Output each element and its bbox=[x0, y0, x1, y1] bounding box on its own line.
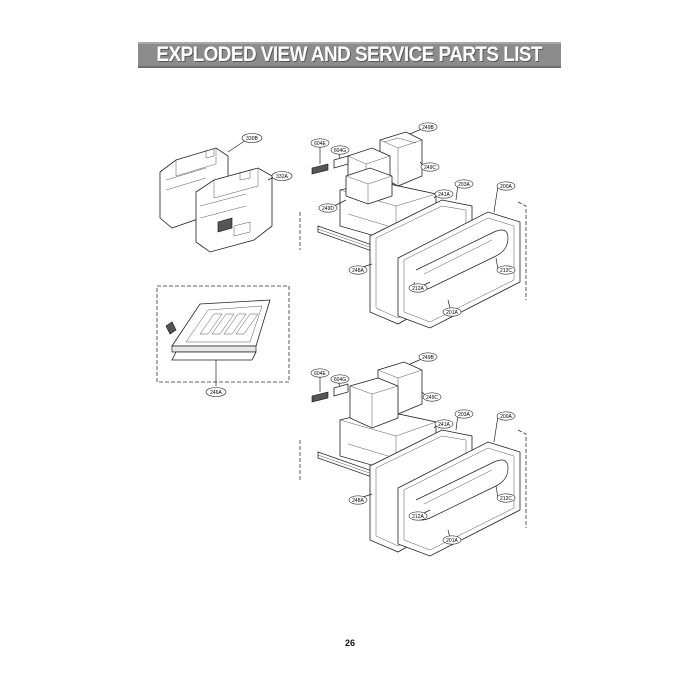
callout-604e-bottom: 604E bbox=[314, 371, 326, 377]
callout-330b: 330B bbox=[246, 136, 258, 142]
drawer-assembly-bottom: 604E 604G 249B 249C 241A 203A 200A 248A … bbox=[299, 352, 527, 557]
callout-212a-bottom: 212A bbox=[412, 514, 424, 520]
callout-200a-top: 200A bbox=[500, 184, 512, 190]
callout-203a-bottom: 203A bbox=[458, 412, 470, 418]
callout-604e-top: 604E bbox=[314, 141, 326, 147]
callout-201a-top: 201A bbox=[446, 310, 458, 316]
callout-241a-top: 241A bbox=[438, 192, 450, 198]
callout-249c-bottom: 249C bbox=[426, 395, 438, 401]
callout-212c-bottom: 212C bbox=[500, 496, 512, 502]
callout-200a-bottom: 200A bbox=[500, 414, 512, 420]
section-title-banner: EXPLODED VIEW AND SERVICE PARTS LIST bbox=[138, 42, 561, 68]
section-title: EXPLODED VIEW AND SERVICE PARTS LIST bbox=[156, 43, 543, 66]
callout-249d-top: 249D bbox=[322, 206, 334, 212]
callout-201a-bottom: 201A bbox=[446, 538, 458, 544]
callout-604g-top: 604G bbox=[334, 148, 346, 154]
callout-212c-top: 212C bbox=[500, 268, 512, 274]
callout-203a-top: 203A bbox=[458, 182, 470, 188]
evaporator-cover-246a: 246A bbox=[156, 285, 290, 397]
page-number: 26 bbox=[344, 638, 355, 648]
callout-248a-top: 248A bbox=[352, 268, 364, 274]
callout-249b-bottom: 249B bbox=[422, 355, 434, 361]
callout-332a: 332A bbox=[276, 174, 288, 180]
callout-248a-bottom: 248A bbox=[352, 498, 364, 504]
callout-246a: 246A bbox=[210, 390, 222, 396]
drawer-assembly-top: 604E 604G 249B 249C 249D 241A 203A 200A … bbox=[299, 122, 527, 329]
callout-241a-bottom: 241A bbox=[438, 422, 450, 428]
callout-604g-bottom: 604G bbox=[334, 377, 346, 383]
cover-assembly-330b-332a: 330B 332A bbox=[159, 133, 293, 253]
callout-249b-top: 249B bbox=[422, 125, 434, 131]
callout-212a-top: 212A bbox=[412, 286, 424, 292]
callout-249c-top: 249C bbox=[424, 165, 436, 171]
